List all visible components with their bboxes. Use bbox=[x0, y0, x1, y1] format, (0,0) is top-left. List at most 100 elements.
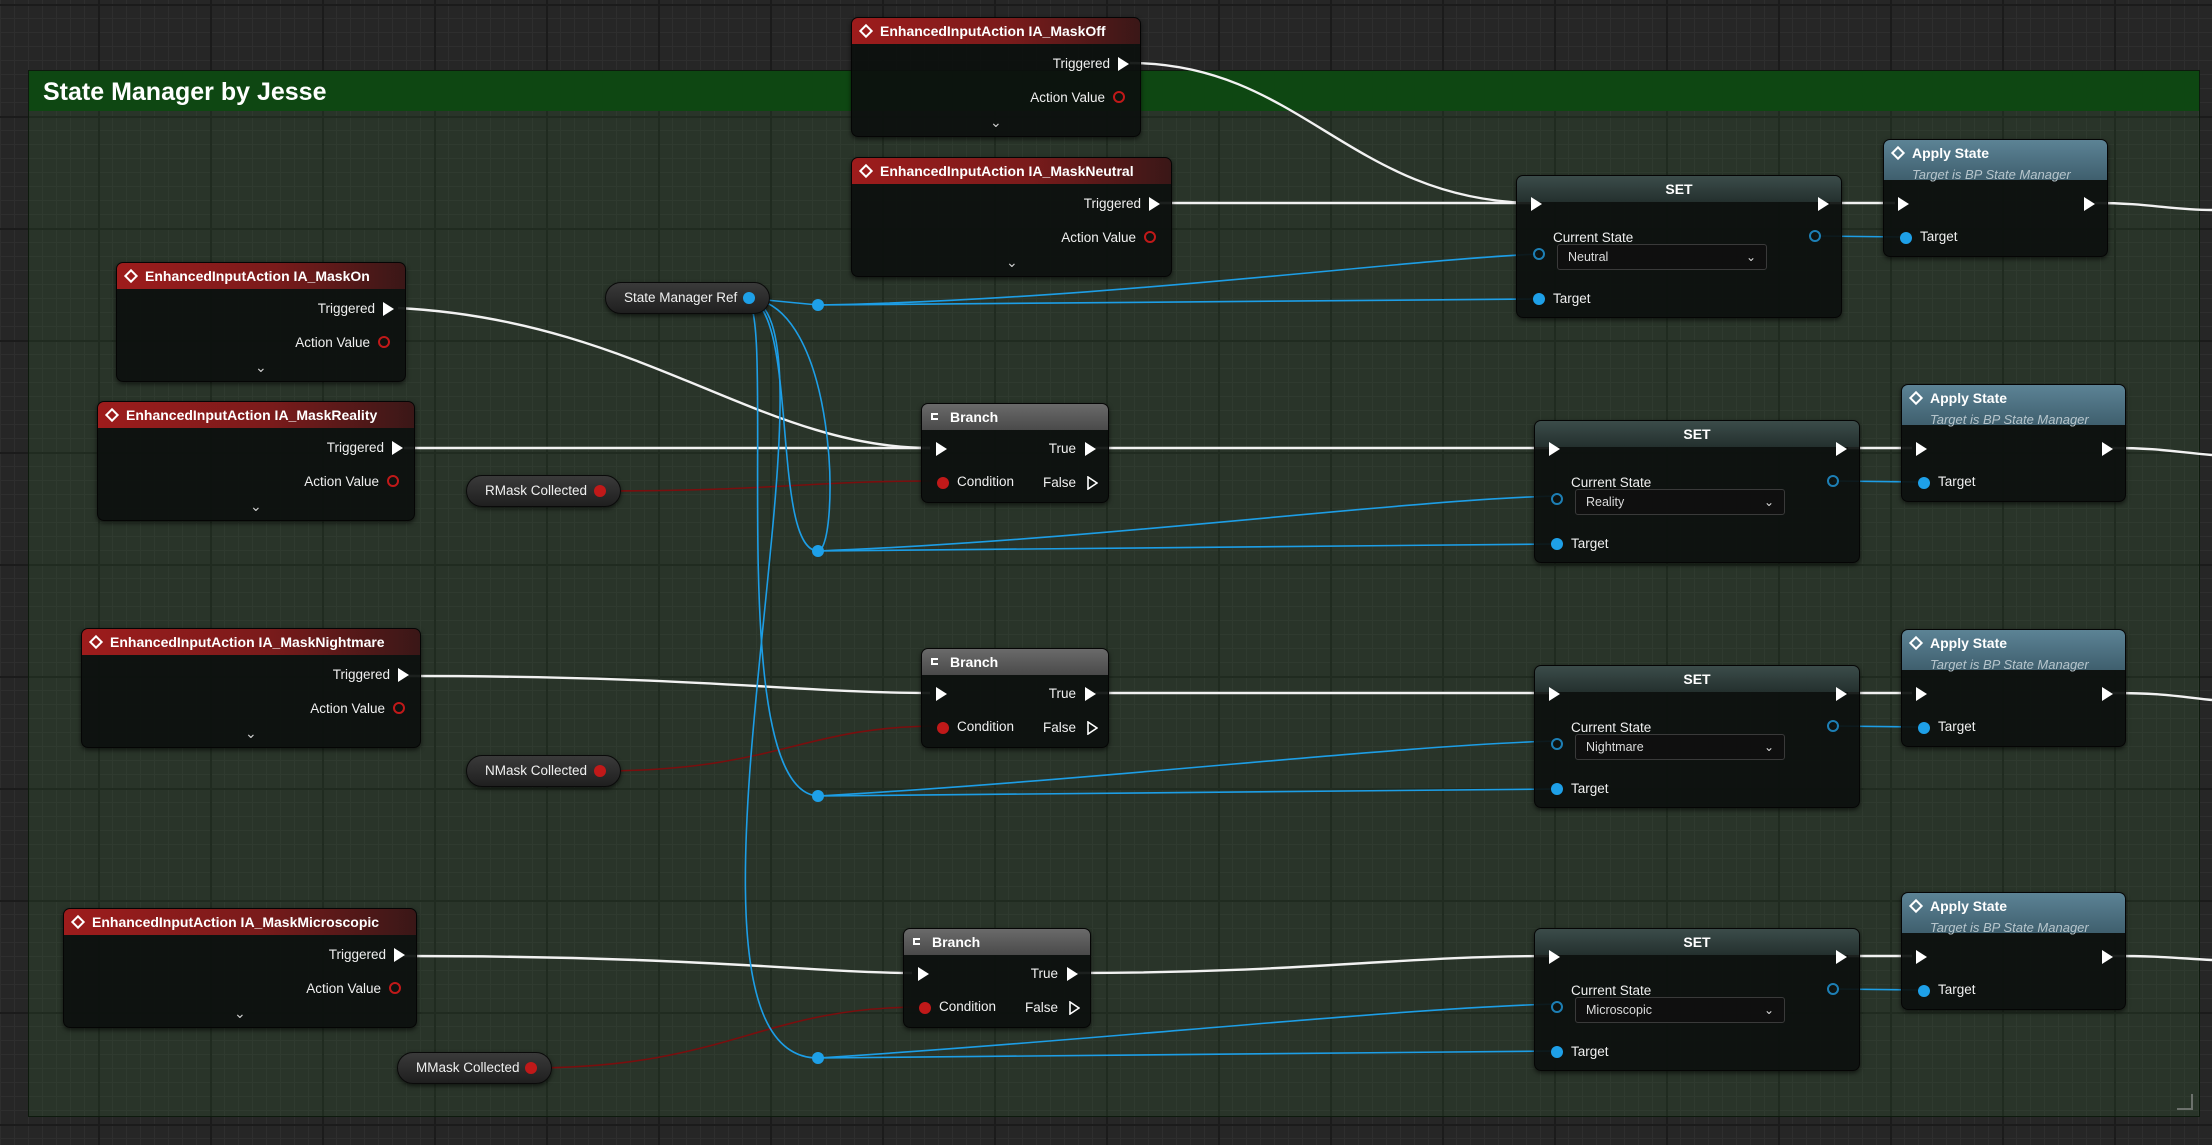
target-pin[interactable] bbox=[1900, 232, 1912, 244]
apply-state-node[interactable]: Apply StateTarget is BP State Manager Ta… bbox=[1883, 139, 2108, 257]
exec-input-pin[interactable] bbox=[1916, 442, 1927, 456]
branch-node-microscopic[interactable]: Branch True Condition False bbox=[903, 928, 1091, 1028]
target-pin[interactable] bbox=[1533, 293, 1545, 305]
exec-output-pin[interactable] bbox=[392, 441, 403, 455]
expand-chevron-icon[interactable]: ⌄ bbox=[1006, 254, 1018, 271]
bool-output-pin[interactable] bbox=[594, 485, 606, 497]
node-header[interactable]: EnhancedInputAction IA_MaskOff bbox=[852, 18, 1140, 44]
expand-chevron-icon[interactable]: ⌄ bbox=[990, 114, 1002, 131]
node-header[interactable]: Apply StateTarget is BP State Manager bbox=[1884, 140, 2107, 180]
exec-output-pin[interactable] bbox=[1836, 950, 1847, 964]
input-event-node-mask-reality[interactable]: EnhancedInputAction IA_MaskReality Trigg… bbox=[97, 401, 415, 521]
exec-output-pin[interactable] bbox=[383, 302, 394, 316]
exec-input-pin[interactable] bbox=[1916, 687, 1927, 701]
action-value-pin[interactable] bbox=[393, 702, 405, 714]
true-exec-pin[interactable] bbox=[1067, 967, 1078, 981]
false-exec-pin[interactable] bbox=[1087, 721, 1096, 733]
true-exec-pin[interactable] bbox=[1085, 442, 1096, 456]
rmask-collected-variable[interactable]: RMask Collected bbox=[466, 475, 621, 507]
branch-node-reality[interactable]: Branch True Condition False bbox=[921, 403, 1109, 503]
reroute-knot[interactable] bbox=[812, 299, 824, 311]
node-header[interactable]: EnhancedInputAction IA_MaskReality bbox=[98, 402, 414, 428]
node-header[interactable]: EnhancedInputAction IA_MaskOn bbox=[117, 263, 405, 289]
false-exec-pin[interactable] bbox=[1069, 1001, 1078, 1013]
expand-chevron-icon[interactable]: ⌄ bbox=[250, 498, 262, 515]
state-input-pin[interactable] bbox=[1551, 1001, 1563, 1013]
exec-output-pin[interactable] bbox=[2084, 197, 2095, 211]
bool-output-pin[interactable] bbox=[525, 1062, 537, 1074]
node-header[interactable]: Apply StateTarget is BP State Manager bbox=[1902, 630, 2125, 670]
expand-chevron-icon[interactable]: ⌄ bbox=[255, 359, 267, 376]
exec-input-pin[interactable] bbox=[936, 687, 947, 701]
apply-state-node[interactable]: Apply StateTarget is BP State Manager Ta… bbox=[1901, 892, 2126, 1010]
condition-pin[interactable] bbox=[937, 477, 949, 489]
false-exec-pin[interactable] bbox=[1087, 476, 1096, 488]
node-header[interactable]: Branch bbox=[922, 404, 1108, 430]
target-pin[interactable] bbox=[1551, 1046, 1563, 1058]
apply-state-node[interactable]: Apply StateTarget is BP State Manager Ta… bbox=[1901, 629, 2126, 747]
exec-input-pin[interactable] bbox=[1916, 950, 1927, 964]
exec-output-pin[interactable] bbox=[1149, 197, 1160, 211]
exec-input-pin[interactable] bbox=[918, 967, 929, 981]
node-header[interactable]: SET bbox=[1535, 666, 1859, 692]
bool-output-pin[interactable] bbox=[594, 765, 606, 777]
exec-input-pin[interactable] bbox=[1898, 197, 1909, 211]
state-input-pin[interactable] bbox=[1533, 248, 1545, 260]
exec-output-pin[interactable] bbox=[394, 948, 405, 962]
reroute-knot[interactable] bbox=[812, 1052, 824, 1064]
set-node-neutral[interactable]: SET Current State Neutral⌄ Target bbox=[1516, 175, 1842, 318]
exec-output-pin[interactable] bbox=[2102, 442, 2113, 456]
node-header[interactable]: SET bbox=[1535, 421, 1859, 447]
state-dropdown[interactable]: Reality⌄ bbox=[1575, 489, 1785, 515]
expand-chevron-icon[interactable]: ⌄ bbox=[234, 1005, 246, 1022]
input-event-node-mask-on[interactable]: EnhancedInputAction IA_MaskOn Triggered … bbox=[116, 262, 406, 382]
node-header[interactable]: SET bbox=[1535, 929, 1859, 955]
set-node-nightmare[interactable]: SET Current State Nightmare⌄ Target bbox=[1534, 665, 1860, 808]
state-output-pin[interactable] bbox=[1809, 230, 1821, 242]
state-output-pin[interactable] bbox=[1827, 983, 1839, 995]
branch-node-nightmare[interactable]: Branch True Condition False bbox=[921, 648, 1109, 748]
state-manager-ref-variable[interactable]: State Manager Ref bbox=[605, 282, 770, 314]
input-event-node-mask-nightmare[interactable]: EnhancedInputAction IA_MaskNightmare Tri… bbox=[81, 628, 421, 748]
true-exec-pin[interactable] bbox=[1085, 687, 1096, 701]
exec-input-pin[interactable] bbox=[1549, 442, 1560, 456]
action-value-pin[interactable] bbox=[1113, 91, 1125, 103]
mmask-collected-variable[interactable]: MMask Collected bbox=[397, 1052, 552, 1084]
exec-input-pin[interactable] bbox=[1531, 197, 1542, 211]
exec-output-pin[interactable] bbox=[1836, 442, 1847, 456]
node-header[interactable]: Apply StateTarget is BP State Manager bbox=[1902, 893, 2125, 933]
condition-pin[interactable] bbox=[937, 722, 949, 734]
state-dropdown[interactable]: Nightmare⌄ bbox=[1575, 734, 1785, 760]
node-header[interactable]: EnhancedInputAction IA_MaskNightmare bbox=[82, 629, 420, 655]
input-event-node-mask-off[interactable]: EnhancedInputAction IA_MaskOff Triggered… bbox=[851, 17, 1141, 137]
target-pin[interactable] bbox=[1918, 722, 1930, 734]
exec-input-pin[interactable] bbox=[1549, 687, 1560, 701]
node-header[interactable]: Apply StateTarget is BP State Manager bbox=[1902, 385, 2125, 425]
state-input-pin[interactable] bbox=[1551, 738, 1563, 750]
state-output-pin[interactable] bbox=[1827, 720, 1839, 732]
action-value-pin[interactable] bbox=[378, 336, 390, 348]
node-header[interactable]: Branch bbox=[922, 649, 1108, 675]
condition-pin[interactable] bbox=[919, 1002, 931, 1014]
set-node-reality[interactable]: SET Current State Reality⌄ Target bbox=[1534, 420, 1860, 563]
exec-output-pin[interactable] bbox=[2102, 687, 2113, 701]
state-dropdown[interactable]: Microscopic⌄ bbox=[1575, 997, 1785, 1023]
exec-output-pin[interactable] bbox=[1818, 197, 1829, 211]
expand-chevron-icon[interactable]: ⌄ bbox=[245, 725, 257, 742]
action-value-pin[interactable] bbox=[387, 475, 399, 487]
set-node-microscopic[interactable]: SET Current State Microscopic⌄ Target bbox=[1534, 928, 1860, 1071]
exec-input-pin[interactable] bbox=[1549, 950, 1560, 964]
nmask-collected-variable[interactable]: NMask Collected bbox=[466, 755, 621, 787]
state-output-pin[interactable] bbox=[1827, 475, 1839, 487]
node-header[interactable]: EnhancedInputAction IA_MaskNeutral bbox=[852, 158, 1171, 184]
action-value-pin[interactable] bbox=[389, 982, 401, 994]
exec-output-pin[interactable] bbox=[1836, 687, 1847, 701]
target-pin[interactable] bbox=[1918, 985, 1930, 997]
target-pin[interactable] bbox=[1551, 783, 1563, 795]
node-header[interactable]: Branch bbox=[904, 929, 1090, 955]
reroute-knot[interactable] bbox=[812, 545, 824, 557]
reroute-knot[interactable] bbox=[812, 790, 824, 802]
action-value-pin[interactable] bbox=[1144, 231, 1156, 243]
node-header[interactable]: EnhancedInputAction IA_MaskMicroscopic bbox=[64, 909, 416, 935]
input-event-node-mask-microscopic[interactable]: EnhancedInputAction IA_MaskMicroscopic T… bbox=[63, 908, 417, 1028]
